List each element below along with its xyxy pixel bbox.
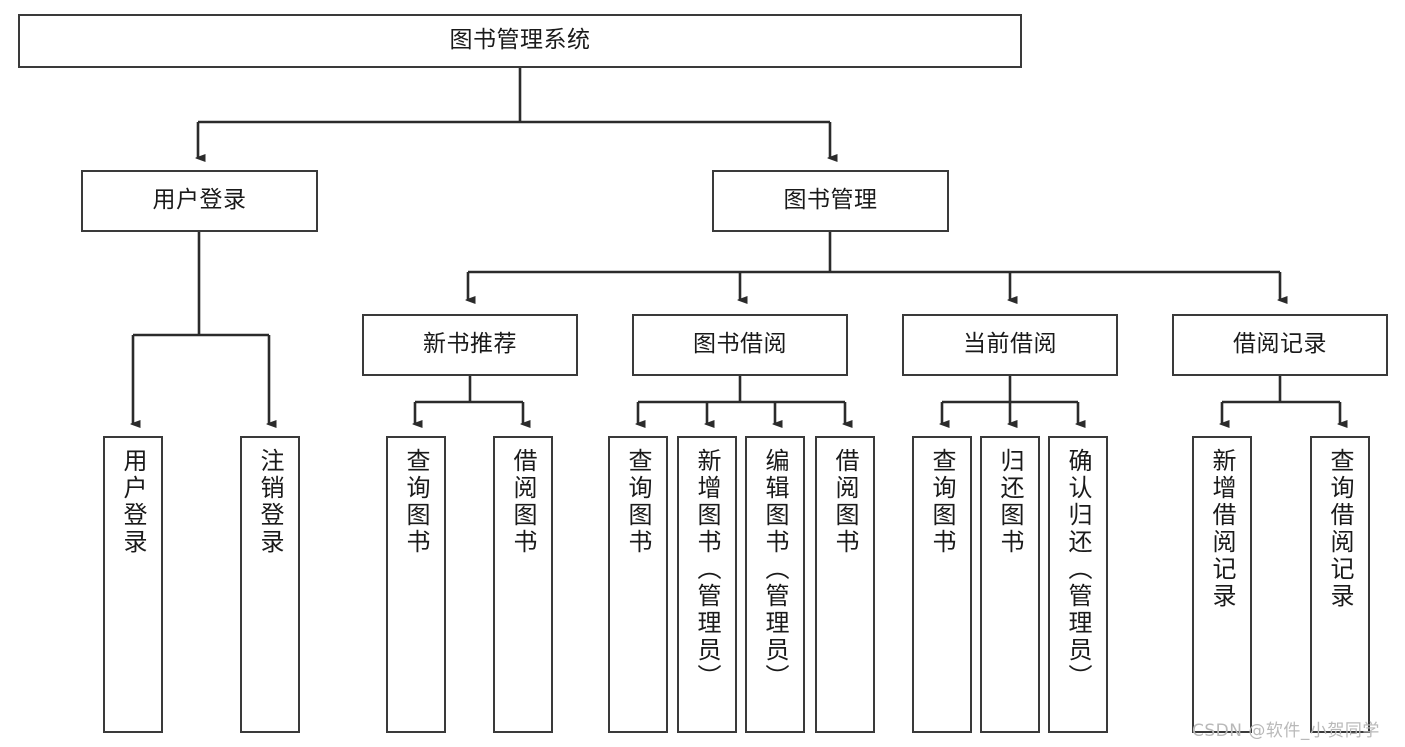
- leaf-borrow-record-add-record[interactable]: 新增借阅记录: [1192, 436, 1252, 733]
- node-label: 查询图书: [402, 448, 430, 556]
- node-label: 新增图书（管理员）: [693, 448, 721, 691]
- leaf-current-borrow-return-book[interactable]: 归还图书: [980, 436, 1040, 733]
- leaf-book-borrow-query-book[interactable]: 查询图书: [608, 436, 668, 733]
- node-new-book-recommend[interactable]: 新书推荐: [362, 314, 578, 376]
- leaf-borrow-record-query-record[interactable]: 查询借阅记录: [1310, 436, 1370, 733]
- leaf-new-book-borrow-book[interactable]: 借阅图书: [493, 436, 553, 733]
- node-user-login[interactable]: 用户登录: [81, 170, 318, 232]
- node-label: 新书推荐: [423, 331, 517, 358]
- node-label: 借阅图书: [831, 448, 859, 556]
- node-label: 借阅记录: [1233, 331, 1327, 358]
- node-label: 当前借阅: [963, 331, 1057, 358]
- node-current-borrow[interactable]: 当前借阅: [902, 314, 1118, 376]
- node-label: 注销登录: [256, 448, 284, 556]
- node-label: 确认归还（管理员）: [1064, 448, 1092, 691]
- node-borrow-record[interactable]: 借阅记录: [1172, 314, 1388, 376]
- node-label: 用户登录: [152, 187, 247, 214]
- leaf-book-borrow-add-book-admin[interactable]: 新增图书（管理员）: [677, 436, 737, 733]
- node-label: 编辑图书（管理员）: [761, 448, 789, 691]
- leaf-new-book-query-book[interactable]: 查询图书: [386, 436, 446, 733]
- node-label: 查询图书: [928, 448, 956, 556]
- leaf-user-login-signout[interactable]: 注销登录: [240, 436, 300, 733]
- leaf-current-borrow-query-book[interactable]: 查询图书: [912, 436, 972, 733]
- leaf-book-borrow-edit-book-admin[interactable]: 编辑图书（管理员）: [745, 436, 805, 733]
- node-label: 用户登录: [119, 448, 147, 556]
- node-label: 图书管理: [783, 187, 878, 214]
- leaf-current-borrow-confirm-return-admin[interactable]: 确认归还（管理员）: [1048, 436, 1108, 733]
- node-label: 新增借阅记录: [1208, 448, 1236, 610]
- node-book-borrow[interactable]: 图书借阅: [632, 314, 848, 376]
- node-book-management[interactable]: 图书管理: [712, 170, 949, 232]
- node-label: 归还图书: [996, 448, 1024, 556]
- node-label: 图书管理系统: [449, 27, 591, 54]
- leaf-book-borrow-borrow-book[interactable]: 借阅图书: [815, 436, 875, 733]
- node-label: 图书借阅: [693, 331, 787, 358]
- node-label: 查询图书: [624, 448, 652, 556]
- node-label: 借阅图书: [509, 448, 537, 556]
- node-root-book-management-system[interactable]: 图书管理系统: [18, 14, 1022, 68]
- csdn-watermark: CSDN @软件_小贺同学: [1192, 721, 1380, 741]
- leaf-user-login-signin[interactable]: 用户登录: [103, 436, 163, 733]
- node-label: 查询借阅记录: [1326, 448, 1354, 610]
